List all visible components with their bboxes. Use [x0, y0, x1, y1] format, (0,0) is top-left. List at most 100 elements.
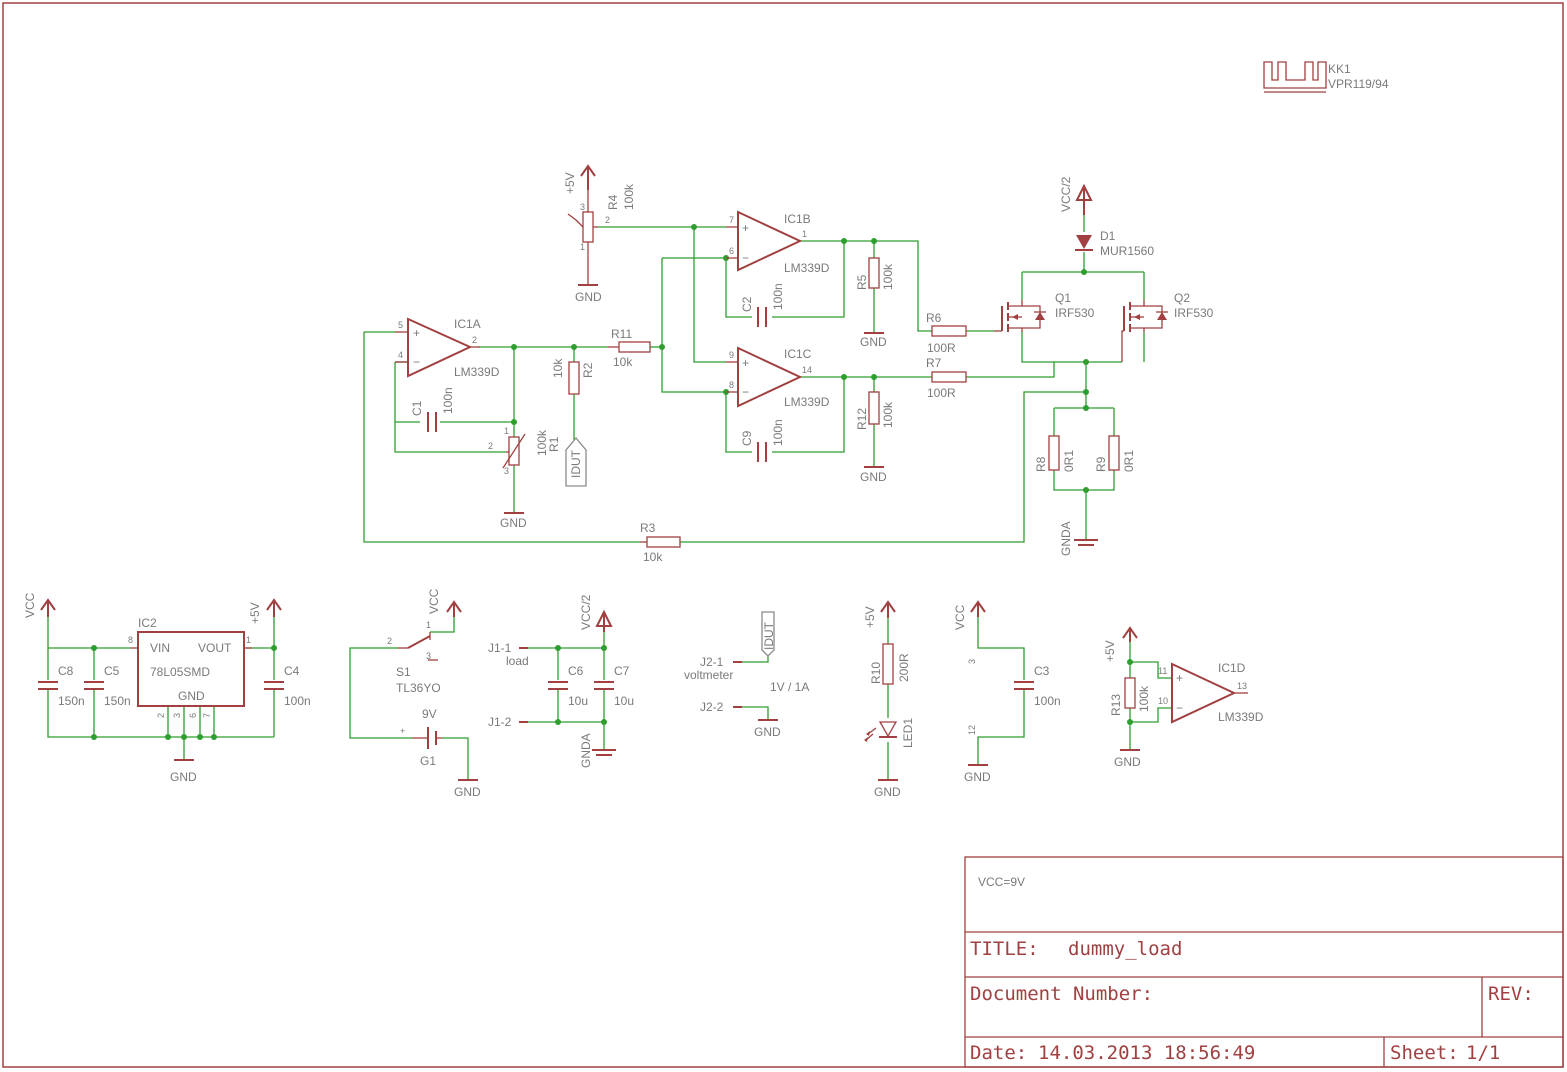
- svg-text:3: 3: [504, 466, 509, 476]
- svg-text:1: 1: [580, 242, 585, 252]
- opamp-ic1b: + − 7 6 1 IC1B LM339D: [726, 210, 830, 275]
- svg-text:R3: R3: [640, 521, 656, 535]
- led1: LED1: [864, 718, 915, 748]
- svg-text:GND: GND: [170, 770, 197, 784]
- gnd-led: GND: [874, 779, 901, 799]
- gnd-ic1: GND: [964, 764, 991, 784]
- svg-text:C5: C5: [104, 664, 120, 678]
- resistor-r5: R5 100k: [855, 257, 895, 290]
- capacitor-c5: C5 150n: [84, 664, 131, 708]
- title-label: TITLE:: [970, 938, 1039, 960]
- supply-p5v-reg: +5V: [248, 598, 282, 624]
- svg-text:100k: 100k: [1137, 685, 1151, 712]
- svg-text:100k: 100k: [881, 401, 895, 428]
- svg-text:R5: R5: [855, 274, 869, 290]
- svg-text:100n: 100n: [771, 283, 785, 310]
- svg-text:1: 1: [246, 635, 251, 645]
- resistor-r13: R13 100k: [1109, 677, 1151, 716]
- svg-text:TL36YO: TL36YO: [396, 681, 441, 695]
- svg-text:78L05SMD: 78L05SMD: [150, 665, 210, 679]
- gnd-r1: GND: [500, 512, 527, 530]
- resistor-r7: R7 100R: [926, 356, 967, 400]
- svg-text:R12: R12: [855, 408, 869, 430]
- svg-text:1: 1: [802, 229, 807, 239]
- svg-text:C3: C3: [1034, 664, 1050, 678]
- svg-text:J1-1: J1-1: [488, 641, 512, 655]
- svg-text:3: 3: [967, 659, 977, 664]
- regulator-ic2: IC2 VIN VOUT 78L05SMD GND 8 1 2 3 6 7: [128, 616, 252, 718]
- svg-text:R4: R4: [606, 194, 620, 210]
- svg-text:C6: C6: [568, 664, 584, 678]
- svg-text:+: +: [400, 726, 405, 736]
- svg-text:3: 3: [172, 713, 182, 718]
- capacitor-c4: C4 100n: [264, 664, 311, 708]
- svg-text:VCC/2: VCC/2: [579, 594, 593, 630]
- supply-vcc2-d1: VCC/2: [1059, 176, 1093, 215]
- note-vcc: VCC=9V: [978, 875, 1025, 889]
- svg-text:100n: 100n: [441, 387, 455, 414]
- opamp-ic1a: + − 5 4 2 IC1A LM339D: [395, 317, 500, 379]
- svg-text:100n: 100n: [1034, 694, 1061, 708]
- heatsink-value: VPR119/94: [1328, 77, 1389, 91]
- gnd-reg: GND: [170, 759, 197, 784]
- svg-text:10u: 10u: [614, 694, 634, 708]
- svg-text:14: 14: [802, 365, 812, 375]
- svg-text:11: 11: [1158, 666, 1167, 676]
- svg-text:GND: GND: [1114, 755, 1141, 769]
- svg-text:GND: GND: [860, 335, 887, 349]
- svg-text:VCC: VCC: [427, 588, 441, 614]
- resistor-r12: R12 100k: [855, 391, 895, 430]
- svg-text:−: −: [1176, 701, 1183, 715]
- resistor-r9: R9 0R1: [1094, 435, 1136, 472]
- supply-vcc-switch: VCC: [427, 588, 462, 617]
- capacitor-c1: C1 100n: [410, 387, 455, 432]
- svg-text:7: 7: [729, 215, 734, 225]
- supply-vcc2-c7: VCC/2: [579, 594, 613, 632]
- connector-j2: J2-1 voltmeter J2-2 1V / 1A: [684, 655, 809, 714]
- resistor-r11: R11 10k: [608, 327, 651, 369]
- svg-text:C2: C2: [740, 296, 754, 312]
- ic1a-value: LM339D: [454, 365, 500, 379]
- svg-text:GND: GND: [860, 470, 887, 484]
- capacitor-c7: C7 10u: [594, 664, 634, 708]
- svg-text:VCC: VCC: [953, 604, 967, 630]
- svg-text:+: +: [742, 356, 749, 370]
- svg-text:3: 3: [580, 202, 585, 212]
- svg-text:R8: R8: [1034, 456, 1048, 472]
- gnda-r8r9: GNDA: [1059, 521, 1098, 556]
- svg-text:+5V: +5V: [563, 172, 577, 194]
- svg-text:4: 4: [398, 350, 403, 360]
- capacitor-c3: C3 100n: [1014, 664, 1061, 708]
- docnum-label: Document Number:: [970, 983, 1153, 1005]
- svg-text:100k: 100k: [881, 263, 895, 290]
- resistor-r3: R3 10k: [640, 521, 681, 564]
- supply-p5v-r4: +5V: [563, 164, 596, 194]
- ic1d-value: LM339D: [1218, 710, 1264, 724]
- ic1-power: 3 12: [967, 659, 977, 735]
- svg-text:GND: GND: [500, 516, 527, 530]
- heatsink-ref: KK1: [1328, 62, 1351, 76]
- gnd-ic1d: GND: [1114, 749, 1141, 769]
- date-value: 14.03.2013 18:56:49: [1038, 1042, 1255, 1064]
- svg-text:100k: 100k: [622, 183, 636, 210]
- diode-d1: D1 MUR1560: [1075, 229, 1154, 258]
- svg-text:GND: GND: [178, 689, 205, 703]
- svg-text:C9: C9: [740, 430, 754, 446]
- date-label: Date:: [970, 1042, 1027, 1064]
- svg-text:1: 1: [504, 426, 509, 436]
- svg-text:1V / 1A: 1V / 1A: [770, 680, 809, 694]
- svg-text:GND: GND: [754, 725, 781, 739]
- title-value: dummy_load: [1068, 938, 1182, 960]
- supply-vcc-1: VCC: [23, 592, 56, 618]
- svg-text:6: 6: [729, 246, 734, 256]
- svg-text:J2-2: J2-2: [700, 700, 724, 714]
- pot-r4: 3 2 1 R4 100k: [567, 183, 636, 284]
- svg-text:9V: 9V: [422, 707, 437, 721]
- svg-text:5: 5: [398, 320, 403, 330]
- svg-text:−: −: [413, 355, 420, 369]
- svg-text:J2-1: J2-1: [700, 655, 724, 669]
- svg-text:100n: 100n: [284, 694, 311, 708]
- idut-tag-2: IDUT: [761, 611, 776, 657]
- supply-p5v-led: +5V: [863, 600, 896, 628]
